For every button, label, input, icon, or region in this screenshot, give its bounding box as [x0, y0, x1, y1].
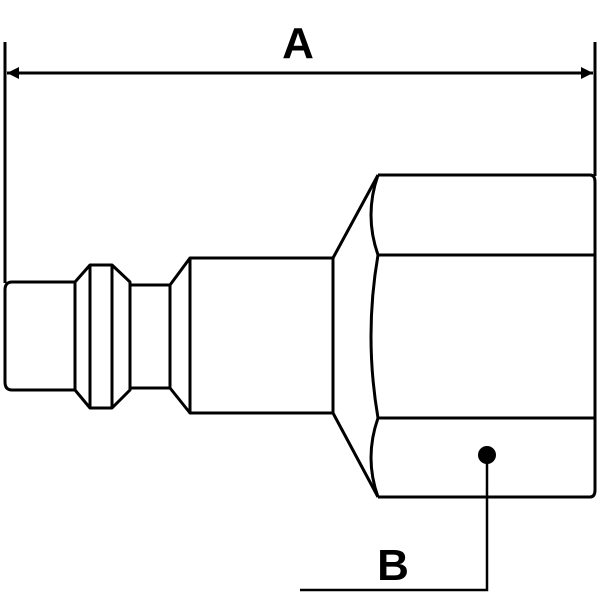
dimension-b-label: B — [377, 541, 409, 590]
dimension-a-label: A — [282, 19, 314, 68]
hex-flat-middle — [369, 254, 380, 419]
dimension-b — [300, 446, 496, 592]
locking-ring — [73, 263, 132, 410]
hex-flat-bottom — [369, 416, 595, 498]
shank-body — [188, 256, 335, 415]
hex-flat-top — [369, 174, 595, 257]
hex-chamfer — [331, 174, 380, 498]
groove — [130, 257, 192, 414]
plug-outline — [3, 173, 597, 499]
leader-line-b — [300, 455, 489, 592]
dimension-a — [3, 42, 597, 283]
nozzle-tip — [3, 280, 75, 392]
